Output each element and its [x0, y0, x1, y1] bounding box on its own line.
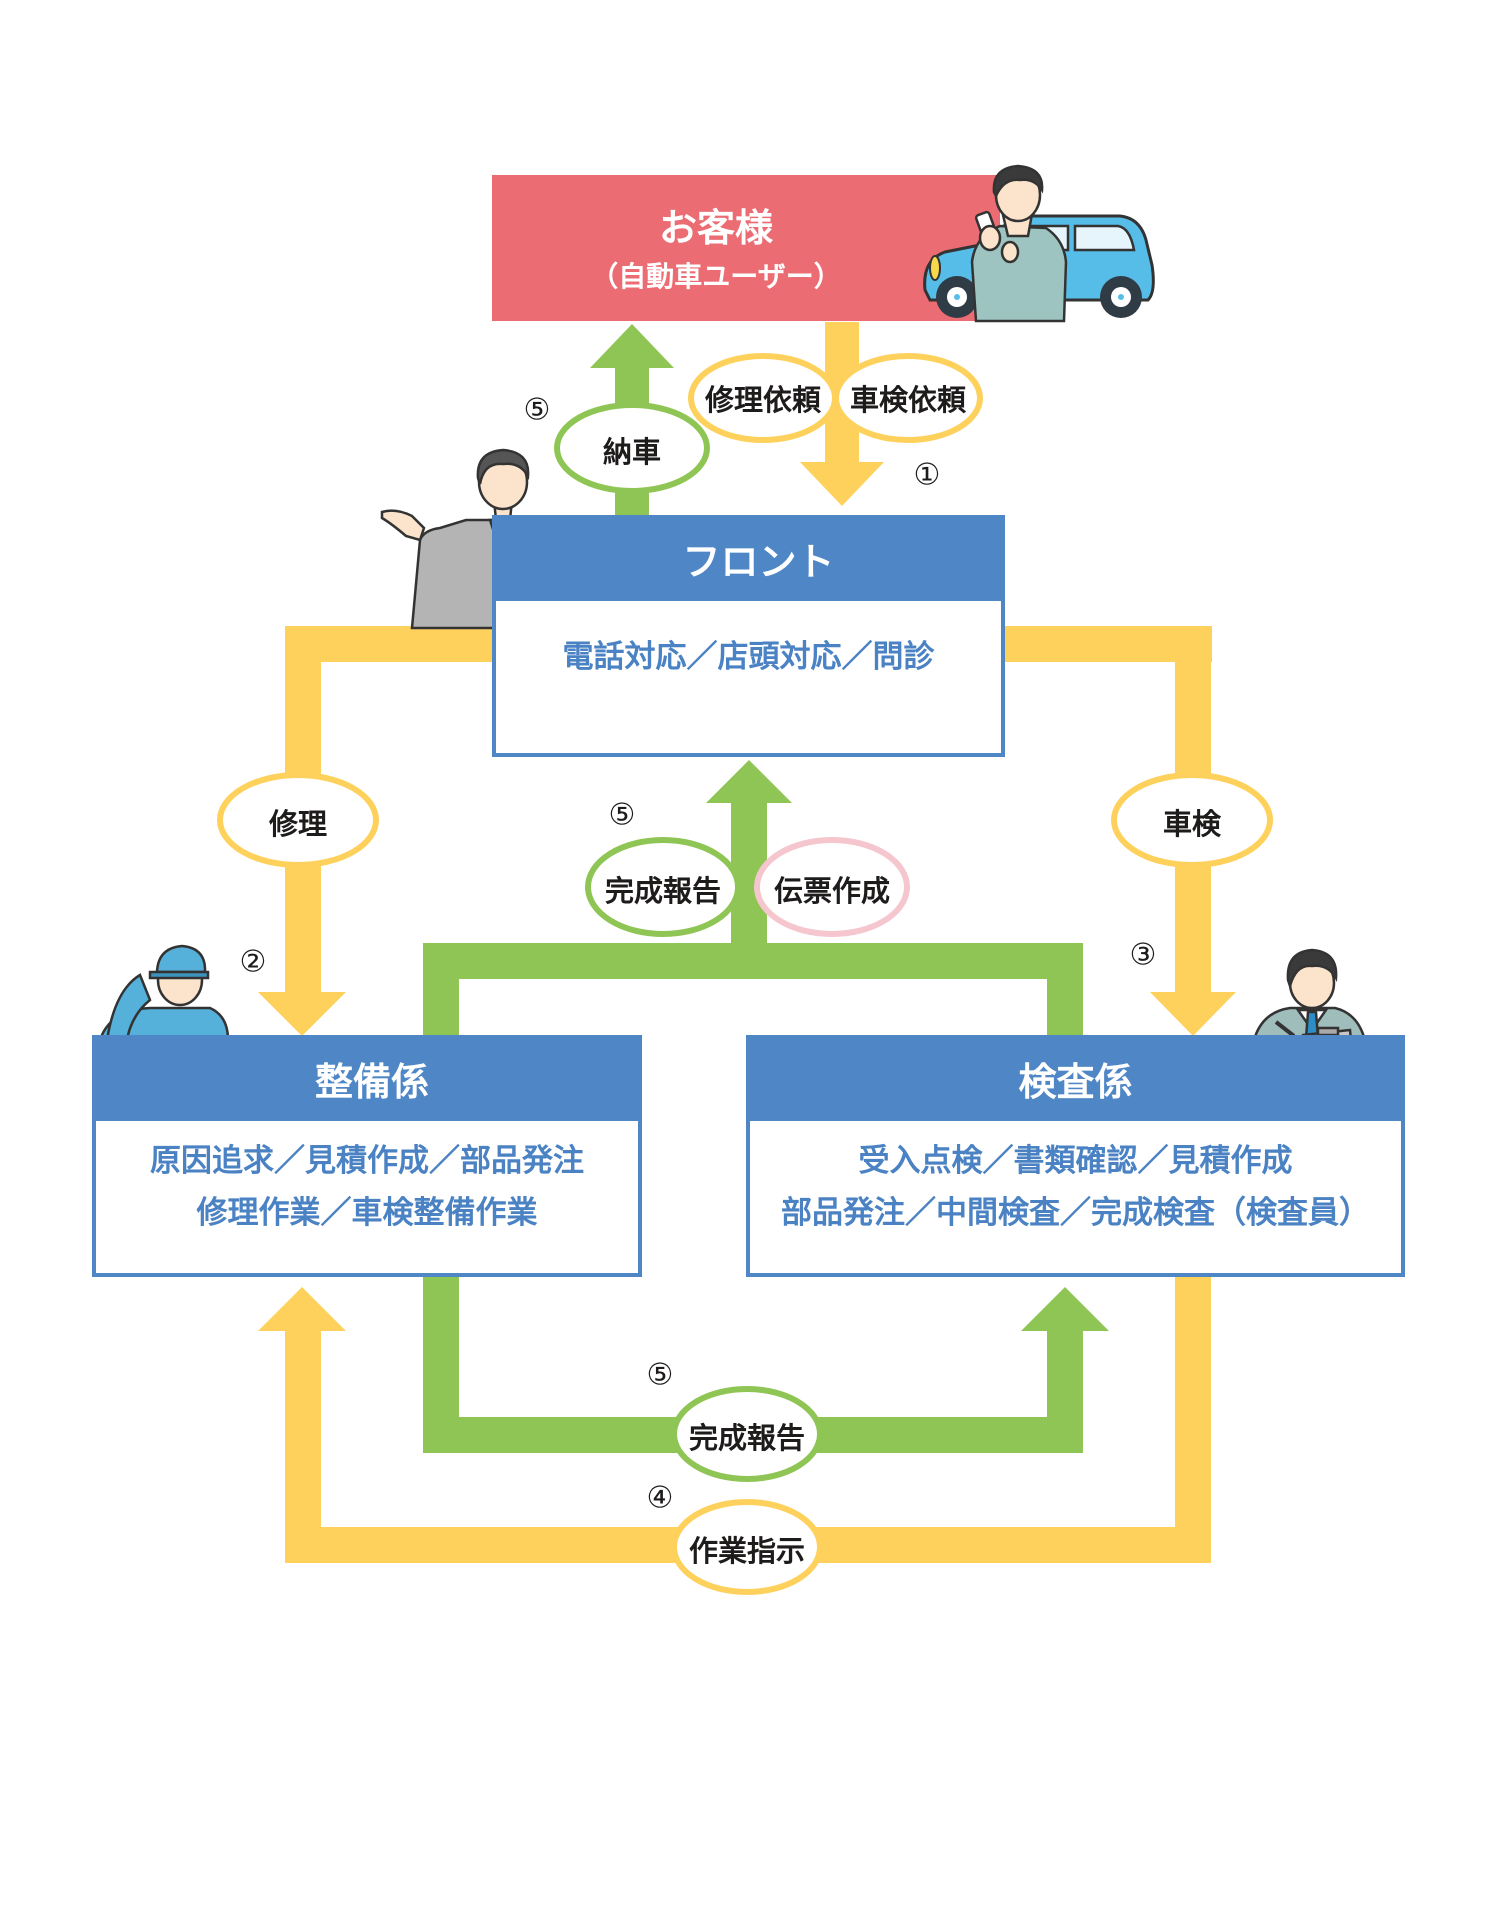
maintenance-duty-line-1: 原因追求／見積作成／部品発注 [150, 1143, 584, 1179]
step-number-5-top: ⑤ [608, 797, 636, 833]
front-title: フロント [682, 539, 835, 584]
step-number-5-bottom: ⑤ [646, 1357, 674, 1393]
inspection-box: 検査係 受入点検／書類確認／見積作成 部品発注／中間検査／完成検査（検査員） [746, 1035, 1405, 1277]
oval-complete-report-bottom [671, 1386, 823, 1482]
oval-delivery [554, 402, 710, 494]
mreport-arrow-head [1021, 1287, 1109, 1331]
customer-with-phone-icon [970, 164, 1068, 323]
request-arrow-head [800, 462, 884, 506]
report-arrow-head [706, 760, 792, 803]
step-number-2: ② [239, 944, 267, 980]
label-complete-report-top: 完成報告 [604, 874, 722, 908]
step-number-1: ① [913, 457, 941, 493]
label-complete-report-bottom: 完成報告 [688, 1421, 806, 1455]
label-shaken: 車検 [1162, 807, 1222, 841]
maintenance-box: 整備係 原因追求／見積作成／部品発注 修理作業／車検整備作業 [92, 1035, 642, 1277]
front-duties: 電話対応／店頭対応／問診 [492, 601, 1005, 757]
shaken-arrow-head [1150, 992, 1236, 1036]
oval-complete-report-top [585, 837, 741, 937]
customer-box [492, 175, 1000, 321]
label-request-inspection: 車検依頼 [849, 383, 967, 417]
mreport-path-right [1047, 1325, 1083, 1453]
report-path-right-vertical [1047, 943, 1083, 1038]
inspection-duty-line-1: 受入点検／書類確認／見積作成 [858, 1143, 1293, 1179]
delivery-arrow-head [590, 324, 674, 368]
maintenance-header [92, 1035, 642, 1121]
front-header [492, 515, 1005, 601]
customer-title: お客様 [658, 206, 773, 250]
maintenance-title: 整備係 [314, 1059, 429, 1104]
front-box: フロント 電話対応／店頭対応／問診 [492, 515, 1005, 757]
oval-shaken [1111, 772, 1273, 868]
step-number-4: ④ [646, 1480, 674, 1516]
inspection-title: 検査係 [1018, 1059, 1133, 1104]
oval-work-instruction [671, 1499, 823, 1595]
instruction-path-left [285, 1330, 321, 1563]
step-number-5-delivery: ⑤ [523, 392, 551, 428]
customer-label: お客様 （自動車ユーザー） [492, 175, 1000, 321]
front-duty-line: 電話対応／店頭対応／問診 [562, 639, 935, 675]
maintenance-duty-line-2: 修理作業／車検整備作業 [196, 1195, 538, 1231]
label-request-repair: 修理依頼 [704, 383, 822, 417]
step-number-3: ③ [1129, 937, 1157, 973]
instruction-path-right [1175, 1277, 1211, 1563]
label-repair: 修理 [268, 807, 328, 841]
label-work-instruction: 作業指示 [688, 1534, 806, 1568]
oval-repair [217, 772, 379, 868]
oval-request-inspection [833, 353, 983, 443]
repair-arrow-head [258, 992, 346, 1036]
label-invoice: 伝票作成 [773, 874, 891, 908]
instruction-arrow-head [258, 1287, 346, 1331]
inspection-duty-line-2: 部品発注／中間検査／完成検査（検査員） [781, 1195, 1370, 1231]
inspection-duties: 受入点検／書類確認／見積作成 部品発注／中間検査／完成検査（検査員） [746, 1121, 1405, 1277]
customer-subtitle: （自動車ユーザー） [590, 260, 842, 293]
maintenance-duties: 原因追求／見積作成／部品発注 修理作業／車検整備作業 [92, 1121, 642, 1277]
label-delivery: 納車 [602, 435, 662, 469]
flow-ovals [217, 353, 1273, 1595]
inspection-header [746, 1035, 1405, 1121]
oval-invoice [754, 837, 910, 937]
